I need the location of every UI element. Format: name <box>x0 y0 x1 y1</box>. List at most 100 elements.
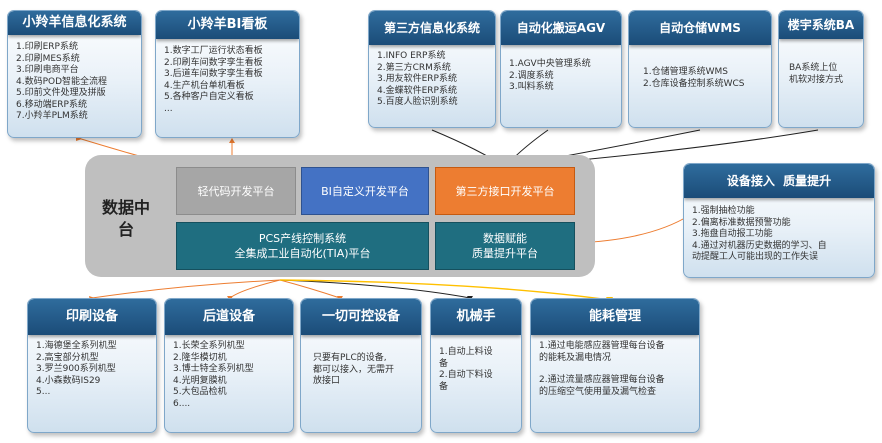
card-body: 1.印刷ERP系统 2.印刷MES系统 3.印刷电商平台 4.数码POD智能全流… <box>16 42 135 123</box>
platform-label: PCS产线控制系统 全集成工业自动化(TIA)平台 <box>234 232 371 260</box>
list-item: 只要有PLC的设备, <box>313 353 387 363</box>
card-title: 小羚羊BI看板 <box>156 11 299 39</box>
list-item: 4.通过对机器历史数据的学习、自 <box>692 240 827 251</box>
list-item: 3.叫料系统 <box>509 82 554 92</box>
card-body: 只要有PLC的设备, 都可以接入，无需开 放接口 <box>313 353 415 388</box>
list-item: 1.通过电能感应器管理每台设备 <box>539 341 665 351</box>
connector-to-energy <box>279 279 611 301</box>
list-item: 1.印刷ERP系统 <box>16 42 78 52</box>
list-item: 3.用友软件ERP系统 <box>377 74 457 84</box>
list-item: 7.小羚羊PLM系统 <box>16 111 88 121</box>
card-controllable-equipment: 一切可控设备 只要有PLC的设备, 都可以接入，无需开 放接口 <box>300 298 422 433</box>
list-item: 1.INFO ERP系统 <box>377 51 446 61</box>
list-item: 1.长荣全系列机型 <box>173 341 245 351</box>
list-item: 动提醒工人可能出现的工作失误 <box>692 252 819 262</box>
card-body: 1.通过电能感应器管理每台设备 的能耗及漏电情况 2.通过流量感应器管理每台设备… <box>539 341 693 398</box>
list-item: 2.自动下料设 <box>439 370 493 380</box>
list-item: 2.高宝部分机型 <box>36 352 99 363</box>
card-title: 第三方信息化系统 <box>369 11 495 45</box>
list-item: 6.... <box>173 398 191 409</box>
card-title: 小羚羊信息化系统 <box>8 11 141 35</box>
list-item: BA系统上位 <box>789 63 838 73</box>
card-title: 楼宇系统BA <box>779 11 863 39</box>
card-post-press-equipment: 后道设备 1.长荣全系列机型 2.隆华模切机 3.博士特全系列机型 4.光明复膜… <box>164 298 294 433</box>
card-body: BA系统上位 机软对接方式 <box>789 63 857 86</box>
list-item: 2.印刷车间数字孪生看板 <box>164 57 263 68</box>
platform-pcs-tia: PCS产线控制系统 全集成工业自动化(TIA)平台 <box>176 222 429 270</box>
card-device-access-quality: 设备接入 质量提升 1.强制抽检功能 2.偏离标准数据预警功能 3.拖盘自动报工… <box>683 163 875 278</box>
card-body: 1.数字工厂运行状态看板 2.印刷车间数字孪生看板 3.后道车间数字孪生看板 4… <box>164 46 293 115</box>
card-title: 机械手 <box>431 299 521 335</box>
card-building-ba: 楼宇系统BA BA系统上位 机软对接方式 <box>778 10 864 128</box>
card-title: 能耗管理 <box>531 299 699 335</box>
card-body: 1.长荣全系列机型 2.隆华模切机 3.博士特全系列机型 4.光明复膜机 5.大… <box>173 341 287 410</box>
connector-to-robot <box>279 279 471 299</box>
card-title: 自动仓储WMS <box>629 11 771 45</box>
card-energy-management: 能耗管理 1.通过电能感应器管理每台设备 的能耗及漏电情况 2.通过流量感应器管… <box>530 298 700 433</box>
platform-third-party-api: 第三方接口开发平台 <box>435 167 575 215</box>
list-item: 3.后道车间数字孪生看板 <box>164 69 263 79</box>
list-item: 1.仓储管理系统WMS <box>643 67 728 77</box>
card-body: 1.AGV中央管理系统 2.调度系统 3.叫料系统 <box>509 59 615 94</box>
list-item: 1.AGV中央管理系统 <box>509 59 591 69</box>
list-item: 都可以接入，无需开 <box>313 364 395 375</box>
list-item: 2.第三方CRM系统 <box>377 62 451 73</box>
list-item: 1.数字工厂运行状态看板 <box>164 46 263 56</box>
list-item: 4.数码POD智能全流程 <box>16 76 108 87</box>
list-item: 6.移动端ERP系统 <box>16 99 87 110</box>
list-item: ... <box>164 103 173 114</box>
list-item: 4.生产机台单机看板 <box>164 80 245 91</box>
platform-label: 轻代码开发平台 <box>197 184 275 198</box>
card-printing-equipment: 印刷设备 1.海德堡全系列机型 2.高宝部分机型 3.罗兰900系列机型 4.小… <box>27 298 157 433</box>
connector-to-print <box>91 279 281 299</box>
platform-data-quality: 数据赋能 质量提升平台 <box>435 222 575 270</box>
card-body: 1.INFO ERP系统 2.第三方CRM系统 3.用友软件ERP系统 4.金蝶… <box>377 51 489 109</box>
list-item: 的能耗及漏电情况 <box>539 352 612 363</box>
list-item: 2.仓库设备控制系统WCS <box>643 78 745 89</box>
list-item: 2.隆华模切机 <box>173 352 227 363</box>
list-item: 4.小森数码IS29 <box>36 375 101 386</box>
card-body: 1.仓储管理系统WMS 2.仓库设备控制系统WCS <box>643 67 765 90</box>
hub-label: 数据中台 <box>102 198 151 239</box>
platform-label: 数据赋能 质量提升平台 <box>472 232 538 260</box>
list-item: 5.大包品检机 <box>173 387 227 397</box>
platform-light-code: 轻代码开发平台 <box>176 167 296 215</box>
list-item: 3.拖盘自动报工功能 <box>692 229 773 239</box>
card-xiaolingyang-info-system: 小羚羊信息化系统 1.印刷ERP系统 2.印刷MES系统 3.印刷电商平台 4.… <box>7 10 142 138</box>
card-title: 后道设备 <box>165 299 293 335</box>
platform-label: BI自定义开发平台 <box>321 184 409 198</box>
list-item: 2.偏离标准数据预警功能 <box>692 217 791 228</box>
list-item: 机软对接方式 <box>789 74 844 85</box>
list-item: 备 <box>439 358 449 369</box>
list-item: 4.光明复膜机 <box>173 375 227 386</box>
list-item: 5.印前文件处理及拼版 <box>16 88 106 98</box>
list-item: 5.各种客户自定义看板 <box>164 92 254 102</box>
platform-bi-custom: BI自定义开发平台 <box>301 167 429 215</box>
card-title: 自动化搬运AGV <box>501 11 621 45</box>
connector-to-plc <box>279 279 341 299</box>
card-wms: 自动仓储WMS 1.仓储管理系统WMS 2.仓库设备控制系统WCS <box>628 10 772 128</box>
card-title: 印刷设备 <box>28 299 156 335</box>
card-body: 1.自动上料设 备 2.自动下料设 备 <box>439 347 515 393</box>
list-item: 的压缩空气使用量及漏气检查 <box>539 386 657 397</box>
list-item: 3.博士特全系列机型 <box>173 364 254 374</box>
list-item: 备 <box>439 381 449 392</box>
list-item: 5.百度人脸识别系统 <box>377 97 458 107</box>
card-third-party-info-system: 第三方信息化系统 1.INFO ERP系统 2.第三方CRM系统 3.用友软件E… <box>368 10 496 128</box>
card-agv: 自动化搬运AGV 1.AGV中央管理系统 2.调度系统 3.叫料系统 <box>500 10 622 128</box>
card-bi-board: 小羚羊BI看板 1.数字工厂运行状态看板 2.印刷车间数字孪生看板 3.后道车间… <box>155 10 300 138</box>
card-body: 1.海德堡全系列机型 2.高宝部分机型 3.罗兰900系列机型 4.小森数码IS… <box>36 341 150 399</box>
card-title: 设备接入 质量提升 <box>684 164 874 198</box>
list-item <box>539 364 693 375</box>
list-item: 2.通过流量感应器管理每台设备 <box>539 375 665 385</box>
card-title: 一切可控设备 <box>301 299 421 335</box>
list-item: 4.金蝶软件ERP系统 <box>377 85 457 96</box>
list-item: 2.调度系统 <box>509 70 554 81</box>
list-item: 1.海德堡全系列机型 <box>36 341 117 351</box>
list-item: 2.印刷MES系统 <box>16 53 80 64</box>
list-item: 5... <box>36 387 51 397</box>
card-robotic-arm: 机械手 1.自动上料设 备 2.自动下料设 备 <box>430 298 522 433</box>
platform-label: 第三方接口开发平台 <box>455 184 555 198</box>
list-item: 放接口 <box>313 376 341 386</box>
card-body: 1.强制抽检功能 2.偏离标准数据预警功能 3.拖盘自动报工功能 4.通过对机器… <box>692 206 868 264</box>
